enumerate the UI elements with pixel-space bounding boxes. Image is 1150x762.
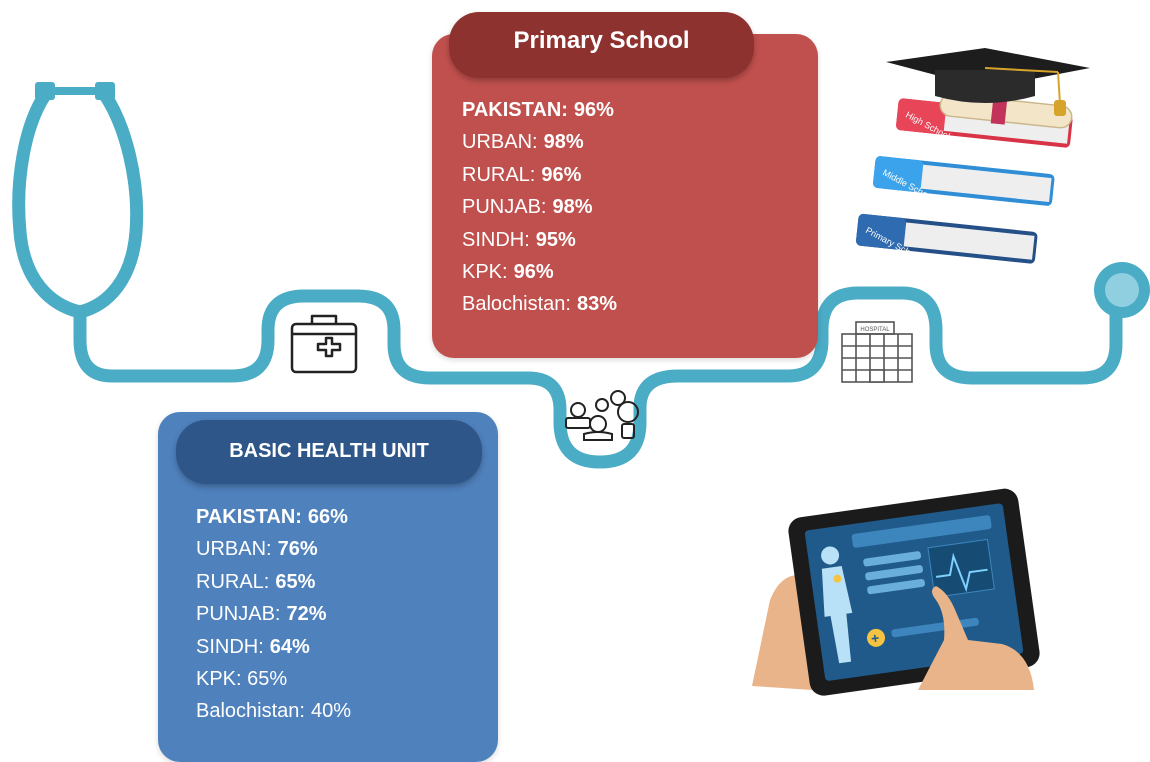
stat-row: SINDH:95%: [462, 224, 617, 256]
stat-label: Balochistan:: [462, 293, 571, 316]
stat-row: PUNJAB:72%: [196, 598, 351, 630]
stat-value: 96%: [573, 99, 614, 121]
stat-row: PUNJAB:98%: [462, 191, 617, 223]
stethoscope-icon: [12, 82, 1150, 469]
hospital-icon: [841, 321, 913, 383]
stat-row: Balochistan:40%: [196, 695, 351, 727]
stat-label: SINDH:: [196, 635, 264, 658]
svg-text:+: +: [870, 630, 880, 647]
stat-row: URBAN:98%: [462, 126, 617, 158]
primary-school-card: [432, 34, 818, 358]
stat-value: 76%: [277, 538, 318, 561]
basic-health-unit-list: PAKISTAN:66%URBAN:76%RURAL:65%PUNJAB:72%…: [196, 501, 351, 728]
primary-school-list: PAKISTAN:96%URBAN:98%RURAL:96%PUNJAB:98%…: [462, 94, 617, 321]
stat-value: 66%: [307, 506, 348, 528]
stat-label: URBAN:: [196, 538, 272, 561]
stat-label: SINDH:: [462, 228, 530, 251]
stat-value: 40%: [310, 700, 351, 723]
stat-value: 96%: [513, 261, 554, 284]
stat-label: PAKISTAN:: [462, 99, 568, 121]
primary-school-title: Primary School: [449, 12, 754, 78]
stat-value: 64%: [269, 635, 310, 658]
stat-row: PAKISTAN:96%: [462, 94, 617, 126]
stat-value: 98%: [543, 131, 584, 154]
stat-row: SINDH:64%: [196, 631, 351, 663]
people-icon: [565, 390, 639, 441]
stat-row: Balochistan:83%: [462, 288, 617, 320]
stat-label: KPK:: [462, 261, 508, 284]
stat-row: KPK: 65%: [196, 663, 351, 695]
stat-value: 65%: [275, 570, 316, 593]
stat-value: 95%: [535, 228, 576, 251]
stat-row: PAKISTAN:66%: [196, 501, 351, 533]
stat-label: PUNJAB:: [462, 196, 547, 219]
stat-label: KPK: 65%: [196, 668, 288, 691]
stat-label: PAKISTAN:: [196, 506, 302, 528]
stat-value: 98%: [552, 196, 593, 219]
graduation-books-icon: Primary School: 97% Middle School: 97% H…: [856, 48, 1090, 273]
stat-label: RURAL:: [462, 163, 536, 186]
stat-label: RURAL:: [196, 570, 270, 593]
medical-tablet-icon: +: [752, 488, 1040, 696]
first-aid-kit-icon: [290, 314, 358, 374]
stat-label: URBAN:: [462, 131, 538, 154]
basic-health-unit-title: BASIC HEALTH UNIT: [176, 420, 482, 484]
stat-row: RURAL:65%: [196, 566, 351, 598]
stat-label: PUNJAB:: [196, 603, 281, 626]
stat-row: KPK:96%: [462, 256, 617, 288]
stat-value: 96%: [541, 163, 582, 186]
stat-label: Balochistan:: [196, 700, 305, 723]
stat-value: 72%: [286, 603, 327, 626]
stat-row: RURAL:96%: [462, 159, 617, 191]
stat-value: 83%: [576, 293, 617, 316]
hospital-sign: HOSPITAL: [860, 327, 890, 333]
stat-row: URBAN:76%: [196, 533, 351, 565]
